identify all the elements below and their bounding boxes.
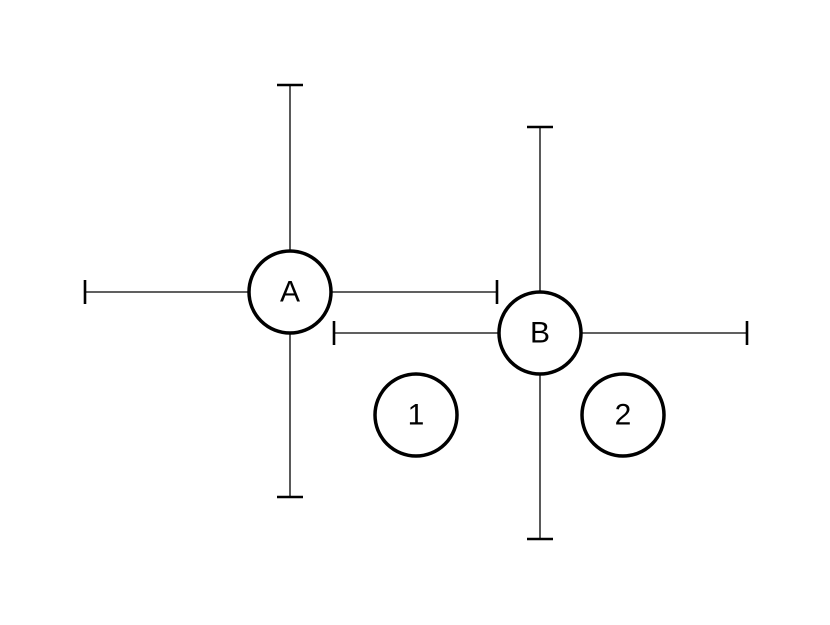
node-2-circle [580,372,666,458]
marker-2: 2 [580,372,666,458]
node-1-label: 1 [408,399,425,432]
node-a-circle [247,249,333,335]
marker-1: 1 [373,372,459,458]
node-b-circle [497,290,583,376]
node-b-label: B [530,317,550,350]
node-a-label: A [280,276,300,309]
node-1-circle [373,372,459,458]
crosshair-b: B [332,125,749,541]
crosshair-a: A [83,83,499,499]
node-2-label: 2 [615,399,632,432]
